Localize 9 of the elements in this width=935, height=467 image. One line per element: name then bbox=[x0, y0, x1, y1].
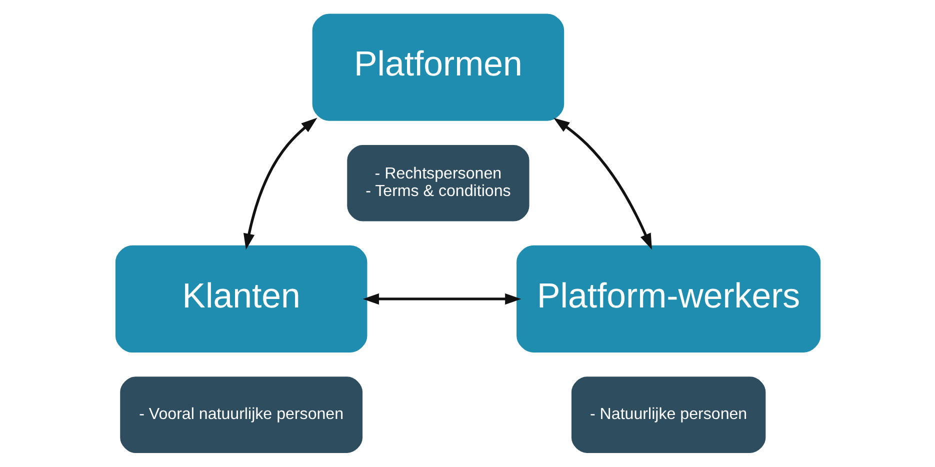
node-box: Platformen bbox=[312, 13, 564, 120]
node-box: Platform-werkers bbox=[516, 244, 820, 352]
arrow bbox=[362, 292, 521, 304]
node-box: - Rechtspersonen - Terms & conditions bbox=[345, 143, 530, 222]
node-box: - Vooral natuurlijke personen bbox=[118, 374, 364, 454]
arrow bbox=[553, 117, 652, 250]
node-box: Klanten bbox=[114, 244, 367, 352]
node-box: - Natuurlijke personen bbox=[570, 374, 766, 454]
arrow bbox=[243, 117, 317, 250]
